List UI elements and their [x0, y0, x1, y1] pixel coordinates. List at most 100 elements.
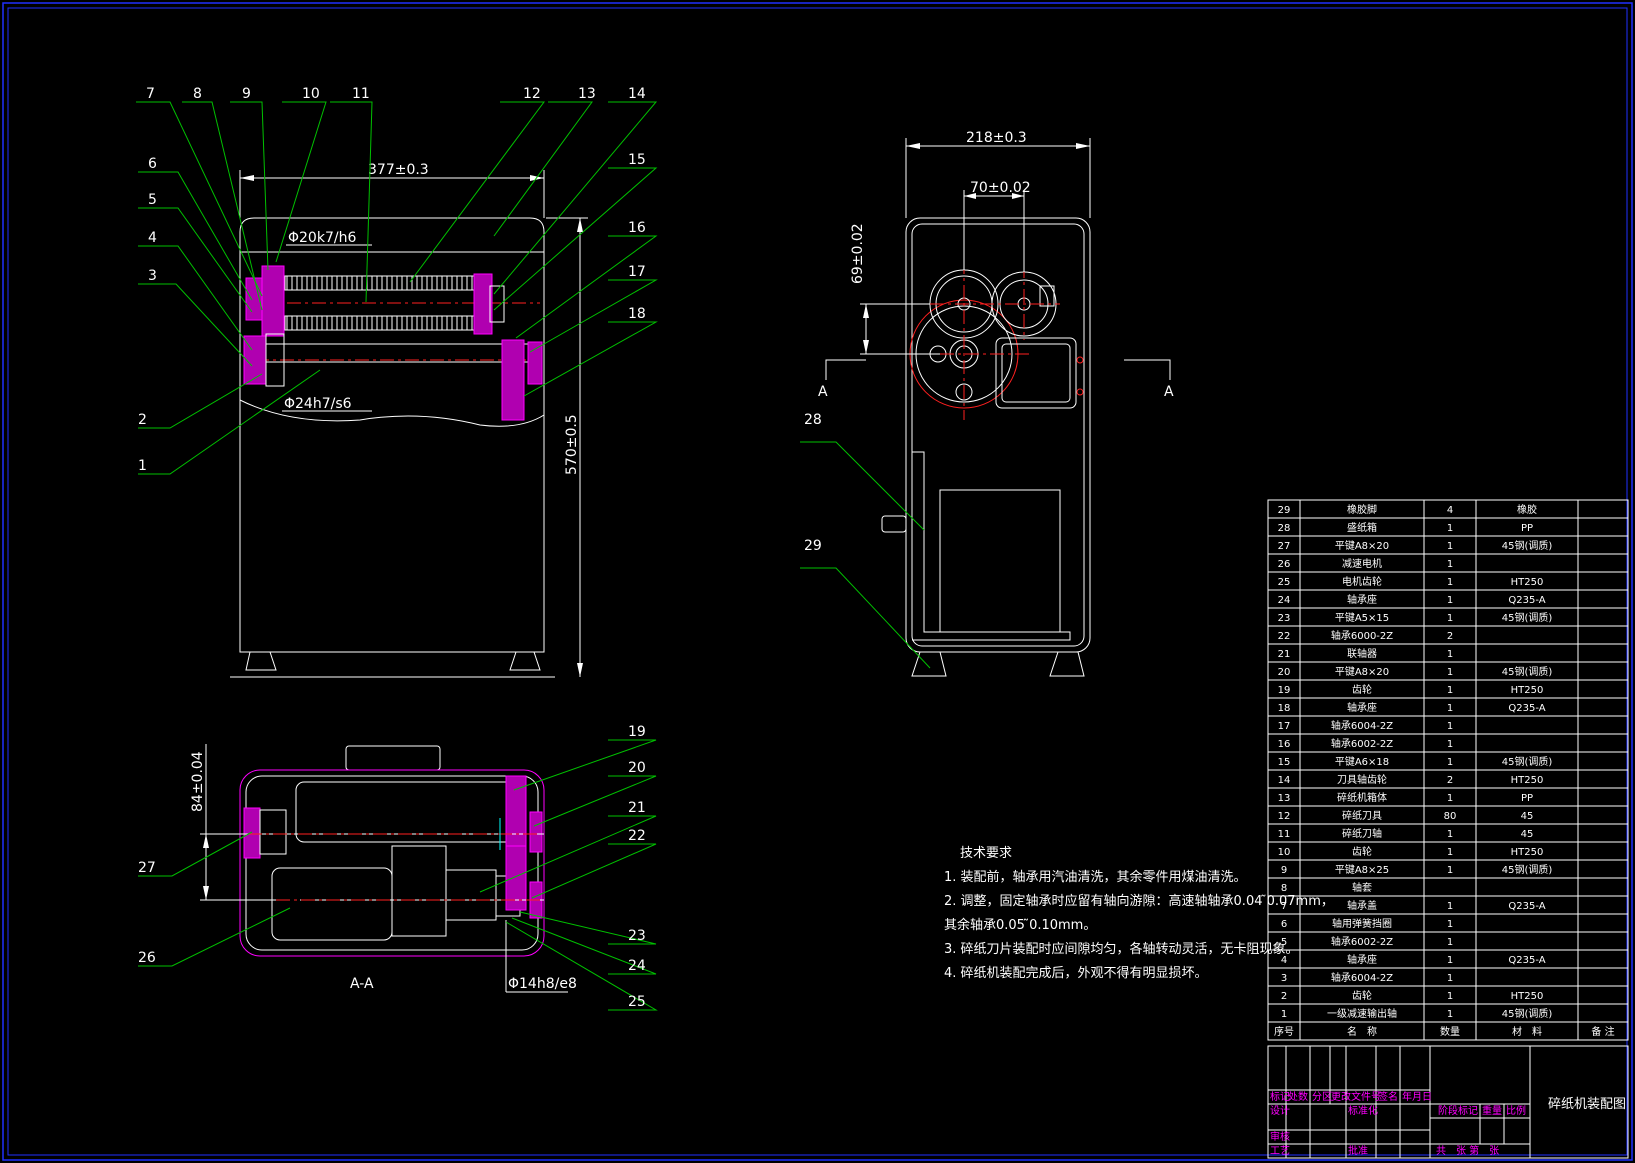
tb-label-date: 年月日 [1402, 1090, 1432, 1103]
bom-cell-name: 轴承座 [1347, 701, 1377, 714]
bom-cell-qty: 1 [1447, 847, 1453, 858]
balloon-15: 15 [628, 152, 646, 168]
bom-cell-name: 轴套 [1352, 881, 1372, 894]
tb-label-sign: 签名 [1378, 1090, 1398, 1103]
side-view [881, 217, 1091, 677]
balloon-29: 29 [804, 538, 822, 554]
note-line-4: 3. 碎纸刀片装配时应间隙均匀，各轴转动灵活，无卡阻现象。 [944, 941, 1299, 957]
bom-cell-no: 3 [1281, 973, 1287, 984]
bom-cell-name: 轴承6002-2Z [1331, 737, 1393, 750]
bom-header-material: 材 料 [1512, 1025, 1542, 1038]
bom-cell-no: 17 [1278, 721, 1291, 732]
bom-cell-material: HT250 [1511, 775, 1544, 786]
bom-cell-no: 2 [1281, 991, 1287, 1002]
bom-cell-material: 45钢(调质) [1502, 755, 1553, 768]
bom-cell-name: 轴承6004-2Z [1331, 719, 1393, 732]
dim-front-width: 377±0.3 [368, 162, 429, 178]
balloon-18: 18 [628, 306, 646, 322]
section-view [239, 745, 545, 957]
section-caption: A-A [350, 976, 374, 992]
bom-cell-no: 5 [1281, 937, 1287, 948]
balloon-12: 12 [523, 86, 541, 102]
bom-cell-qty: 1 [1447, 865, 1453, 876]
bom-cell-qty: 1 [1447, 613, 1453, 624]
bom-cell-no: 9 [1281, 865, 1287, 876]
bom-cell-qty: 1 [1447, 955, 1453, 966]
balloon-19: 19 [628, 724, 646, 740]
bom-cell-qty: 1 [1447, 757, 1453, 768]
tb-scale: 比例 [1506, 1104, 1526, 1117]
bom-cell-material: 45钢(调质) [1502, 1007, 1553, 1020]
bom-cell-qty: 1 [1447, 559, 1453, 570]
balloon-22: 22 [628, 828, 646, 844]
bom-cell-qty: 1 [1447, 595, 1453, 606]
notes-title: 技术要求 [960, 846, 1012, 861]
dim-fit-upper: Φ20k7/h6 [288, 230, 356, 246]
section-dimensions: 84±0.04 Φ14h8/e8 A-A [190, 744, 577, 993]
drawing-title: 碎纸机装配图 [1548, 1097, 1626, 1112]
front-dimensions: 377±0.3 570±0.5 Φ20k7/h6 Φ24h7/s6 [239, 162, 588, 677]
bom-cell-name: 一级减速输出轴 [1327, 1007, 1397, 1020]
bom-cell-no: 21 [1278, 649, 1291, 660]
bom-cell-name: 轴承6002-2Z [1331, 935, 1393, 948]
tb-label-mark: 标记 [1270, 1091, 1290, 1103]
bom-cell-no: 12 [1278, 811, 1291, 822]
bom-cell-name: 碎纸机箱体 [1337, 791, 1387, 804]
dim-section-vertical: 84±0.04 [190, 751, 206, 812]
bom-cell-qty: 1 [1447, 649, 1453, 660]
bom-cell-no: 23 [1278, 613, 1291, 624]
bom-cell-name: 轴承盖 [1347, 899, 1377, 912]
front-leaders [136, 101, 658, 475]
bom-cell-no: 14 [1278, 775, 1291, 786]
balloon-7: 7 [146, 86, 155, 102]
note-line-5: 4. 碎纸机装配完成后，外观不得有明显损坏。 [944, 965, 1208, 981]
balloon-14: 14 [628, 86, 646, 102]
section-leaders: 19 20 21 22 23 24 25 27 26 [138, 724, 658, 1011]
balloon-3: 3 [148, 268, 157, 284]
bom-cell-material: HT250 [1511, 847, 1544, 858]
bom-cell-no: 8 [1281, 883, 1287, 894]
bom-cell-name: 平键A6×18 [1335, 755, 1389, 768]
bom-cell-qty: 1 [1447, 523, 1453, 534]
bom-cell-no: 28 [1278, 523, 1291, 534]
bom-header-note: 备 注 [1591, 1025, 1614, 1038]
dim-side-width: 218±0.3 [966, 130, 1027, 146]
bom-cell-qty: 1 [1447, 829, 1453, 840]
bom-cell-material: 45 [1521, 811, 1534, 822]
tb-check: 审核 [1270, 1130, 1290, 1143]
bom-cell-no: 15 [1278, 757, 1291, 768]
bom-cell-no: 27 [1278, 541, 1291, 552]
bom-cell-material: 45钢(调质) [1502, 665, 1553, 678]
tb-standard: 标准化 [1348, 1104, 1378, 1117]
balloon-6: 6 [148, 156, 157, 172]
technical-notes: 技术要求 1. 装配前，轴承用汽油清洗，其余零件用煤油清洗。 2. 调整，固定轴… [944, 846, 1334, 981]
bom-cell-qty: 1 [1447, 793, 1453, 804]
front-view [230, 217, 555, 678]
bom-cell-name: 轴承座 [1347, 593, 1377, 606]
motor-housing [995, 337, 1077, 409]
bom-cell-material: 45钢(调质) [1502, 611, 1553, 624]
note-line-3: 其余轴承0.05 ̃0.10mm。 [944, 917, 1096, 933]
bom-cell-material: Q235-A [1508, 955, 1545, 966]
cutter-blades-upper [286, 276, 473, 290]
balloon-9: 9 [242, 86, 251, 102]
balloon-26: 26 [138, 950, 156, 966]
bom-cell-name: 齿轮 [1352, 683, 1372, 696]
title-block: 标记 处数 分区 更改文件号 签名 年月日 设计 标准化 审核 工艺 批准 阶段… [1267, 1045, 1629, 1159]
bom-cell-name: 轴承座 [1347, 953, 1377, 966]
tb-process: 工艺 [1270, 1145, 1290, 1157]
balloon-16: 16 [628, 220, 646, 236]
bom-cell-no: 25 [1278, 577, 1291, 588]
side-leaders: 28 29 [800, 412, 931, 669]
dim-side-vertical: 69±0.02 [850, 223, 866, 284]
tb-approve: 批准 [1348, 1144, 1368, 1157]
bom-cell-qty: 80 [1444, 811, 1457, 822]
bom-cell-qty: 2 [1447, 631, 1453, 642]
note-line-1: 1. 装配前，轴承用汽油清洗，其余零件用煤油清洗。 [944, 869, 1247, 885]
bom-cell-material: HT250 [1511, 577, 1544, 588]
balloon-4: 4 [148, 230, 157, 246]
balloon-5: 5 [148, 192, 157, 208]
dim-section-fit: Φ14h8/e8 [508, 976, 577, 992]
bom-cell-material: PP [1521, 793, 1533, 804]
dim-front-height: 570±0.5 [564, 414, 580, 475]
